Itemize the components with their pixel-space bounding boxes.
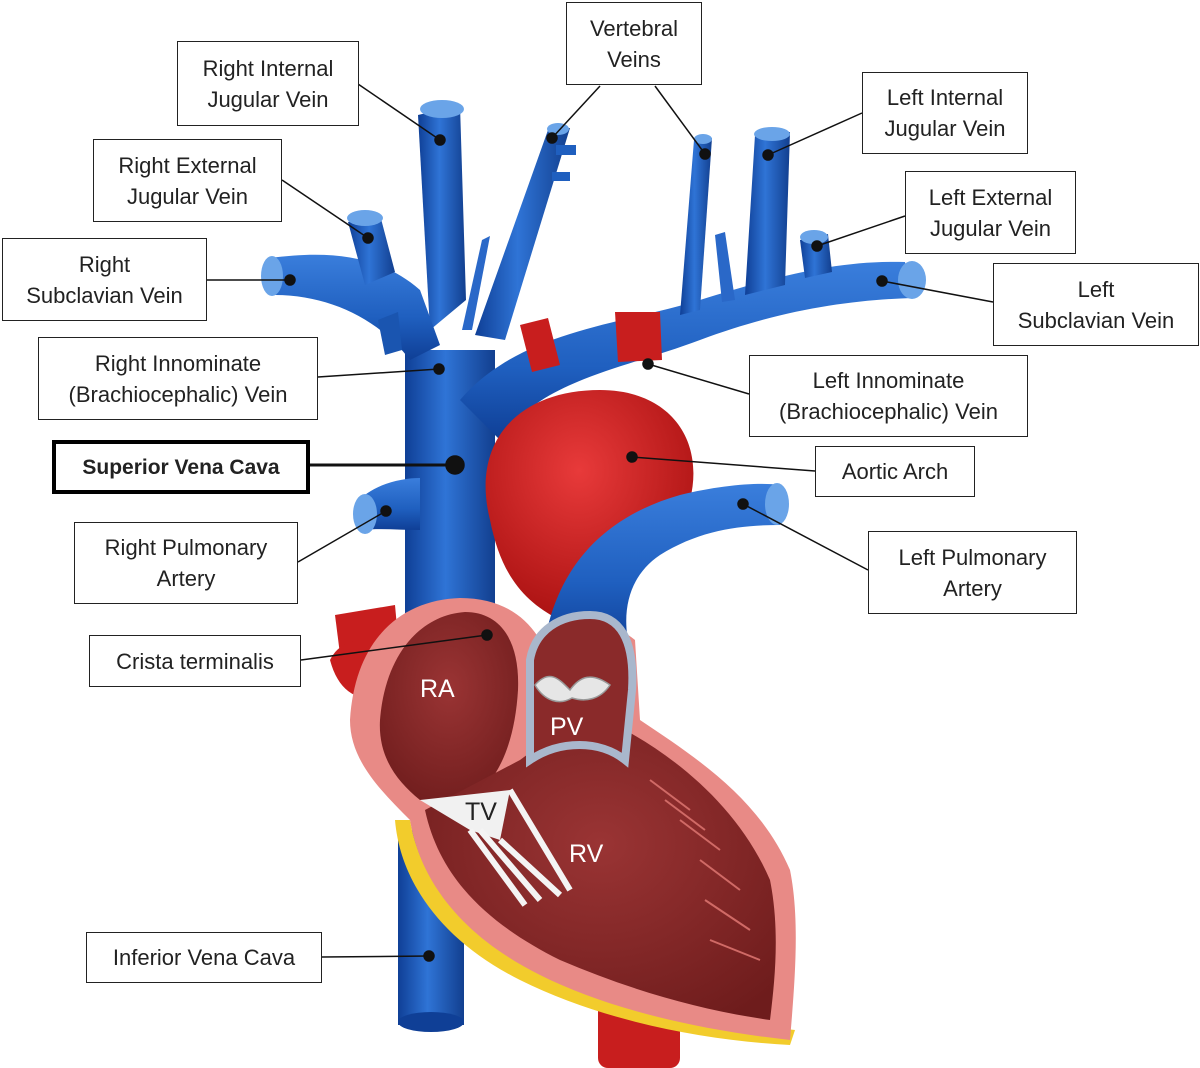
label-right-innominate-vein: Right Innominate (Brachiocephalic) Vein [38,337,318,420]
label-left-external-jugular-vein: Left External Jugular Vein [905,171,1076,254]
pulmonary-trunk [545,483,789,650]
label-right-external-jugular-vein: Right External Jugular Vein [93,139,282,222]
label-vertebral-veins: Vertebral Veins [566,2,702,85]
label-right-internal-jugular-vein: Right Internal Jugular Vein [177,41,359,126]
label-rv: RV [569,840,604,868]
label-right-pulmonary-artery: Right Pulmonary Artery [74,522,298,604]
label-aortic-arch: Aortic Arch [815,446,975,497]
label-pv: PV [550,713,584,741]
label-inferior-vena-cava: Inferior Vena Cava [86,932,322,983]
label-tv: TV [465,798,497,826]
label-left-internal-jugular-vein: Left Internal Jugular Vein [862,72,1028,154]
label-left-subclavian-vein: Left Subclavian Vein [993,263,1199,346]
label-crista-terminalis: Crista terminalis [89,635,301,687]
label-left-innominate-vein: Left Innominate (Brachiocephalic) Vein [749,355,1028,437]
leader-lines [207,83,994,962]
venous-system [261,100,926,650]
heart-body [350,598,796,1045]
label-left-pulmonary-artery: Left Pulmonary Artery [868,531,1077,614]
label-right-subclavian-vein: Right Subclavian Vein [2,238,207,321]
label-ra: RA [420,675,455,703]
label-superior-vena-cava: Superior Vena Cava [52,440,310,494]
